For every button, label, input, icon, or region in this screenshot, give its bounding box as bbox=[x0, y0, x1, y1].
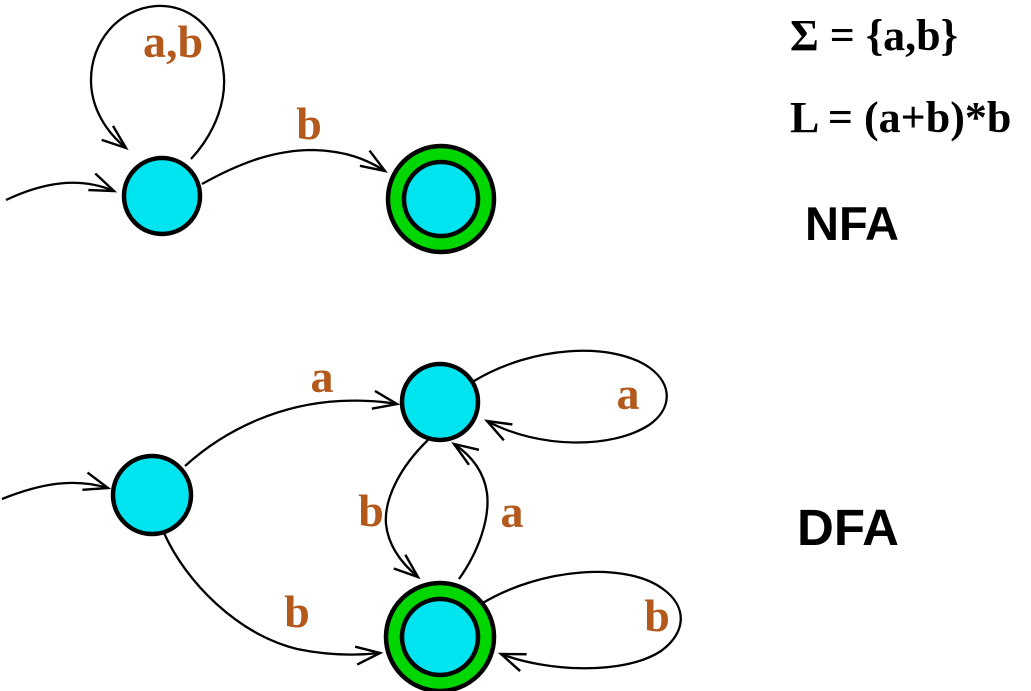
nfa-edge-to-accept bbox=[201, 148, 388, 186]
dfa-edge-start-to-top bbox=[184, 389, 401, 467]
dfa-diagram: a b b a a b bbox=[1, 349, 682, 691]
dfa-start-arrow bbox=[1, 471, 112, 501]
dfa-edge-accept-to-top-label: a bbox=[501, 486, 524, 537]
nfa-diagram: a,b b bbox=[5, 4, 497, 255]
dfa-edge-start-to-top-label: a bbox=[311, 351, 334, 402]
dfa-top-state bbox=[399, 361, 481, 443]
dfa-accept-state bbox=[399, 596, 481, 678]
legend: Σ = {a,b} L = (a+b)*b NFA DFA bbox=[790, 11, 1011, 556]
nfa-start-state bbox=[121, 155, 203, 237]
dfa-edge-top-to-accept-label: b bbox=[358, 485, 384, 536]
nfa-edge-to-accept-label: b bbox=[296, 98, 322, 149]
dfa-edge-top-to-accept bbox=[384, 439, 429, 580]
dfa-edge-start-to-accept-label: b bbox=[284, 586, 310, 637]
dfa-self-loop-top-edge bbox=[473, 349, 668, 444]
alphabet-formula: Σ = {a,b} bbox=[790, 11, 958, 60]
dfa-caption: DFA bbox=[797, 499, 899, 556]
language-formula: L = (a+b)*b bbox=[790, 93, 1011, 142]
nfa-caption: NFA bbox=[805, 197, 899, 250]
nfa-accept-state bbox=[401, 159, 481, 239]
dfa-self-loop-accept-edge bbox=[480, 570, 682, 672]
dfa-self-loop-top-label: a bbox=[617, 368, 640, 419]
dfa-edge-start-to-accept bbox=[162, 532, 384, 666]
dfa-edge-accept-to-top bbox=[451, 442, 489, 580]
nfa-start-arrow bbox=[5, 172, 118, 202]
dfa-start-state bbox=[110, 453, 194, 537]
nfa-self-loop-edge bbox=[89, 4, 226, 160]
nfa-self-loop-label: a,b bbox=[143, 16, 203, 67]
dfa-self-loop-accept-label: b bbox=[644, 590, 670, 641]
